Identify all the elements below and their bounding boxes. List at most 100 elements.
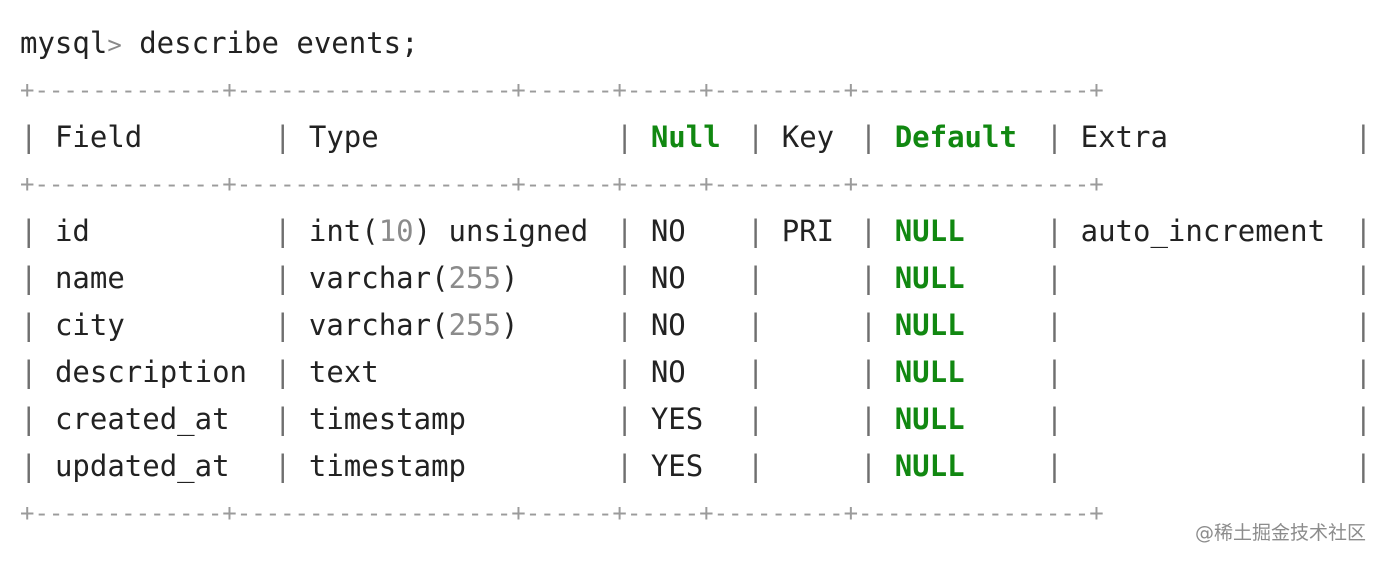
cell-default: NULL — [894, 308, 965, 342]
type-suffix: ) unsigned — [413, 214, 589, 248]
table-row: | description| text| NO| | NULL| | — [20, 349, 1372, 396]
cell-field: created_at — [54, 402, 230, 436]
table-row: | city| varchar(255)| NO| | NULL| | — [20, 302, 1372, 349]
column-header-type: Type — [308, 120, 379, 154]
cell-default: NULL — [894, 402, 965, 436]
cell-type: text — [309, 349, 616, 396]
pipe-separator: | — [746, 355, 765, 389]
pipe-separator: | — [273, 120, 292, 154]
pipe-separator: | — [859, 449, 878, 483]
type-suffix: ) — [500, 308, 519, 342]
pipe-separator: | — [1045, 449, 1064, 483]
pipe-separator: | — [1045, 355, 1064, 389]
cell-null: YES — [650, 402, 704, 436]
pipe-separator: | — [615, 355, 634, 389]
pipe-separator: | — [615, 449, 634, 483]
pipe-separator: | — [746, 449, 765, 483]
pipe-separator: | — [746, 261, 765, 295]
cell-type: timestamp — [309, 443, 616, 490]
pipe-separator: | — [859, 214, 878, 248]
pipe-separator: | — [20, 355, 38, 389]
pipe-separator: | — [746, 402, 765, 436]
cell-null: YES — [650, 449, 704, 483]
pipe-separator: | — [20, 261, 38, 295]
pipe-separator: | — [1354, 120, 1373, 154]
cell-null: NO — [650, 308, 686, 342]
pipe-separator: | — [859, 308, 878, 342]
cell-type: varchar(255) — [309, 255, 616, 302]
pipe-separator: | — [1354, 261, 1373, 295]
pipe-separator: | — [1354, 402, 1373, 436]
type-text: timestamp — [308, 449, 467, 483]
command-text: describe events; — [121, 26, 419, 60]
cell-null: NO — [650, 261, 686, 295]
pipe-separator: | — [273, 214, 292, 248]
type-text: text — [308, 355, 379, 389]
pipe-separator: | — [615, 120, 634, 154]
table-body: | id| int(10) unsigned| NO| PRI| NULL| a… — [20, 208, 1372, 490]
cell-field: name — [54, 261, 125, 295]
column-header-null: Null — [650, 120, 721, 154]
pipe-separator: | — [1045, 214, 1064, 248]
cell-type: int(10) unsigned — [309, 208, 616, 255]
table-row: | updated_at | timestamp | YES | | NULL | | — [20, 443, 1372, 490]
pipe-separator: | — [615, 214, 634, 248]
cell-default: NULL — [894, 214, 965, 248]
prompt-symbol: > — [107, 31, 122, 59]
pipe-separator: | — [859, 261, 878, 295]
pipe-separator: | — [615, 308, 634, 342]
pipe-separator: | — [273, 355, 292, 389]
pipe-separator: | — [859, 120, 878, 154]
column-header-default: Default — [894, 120, 1017, 154]
pipe-separator: | — [273, 308, 292, 342]
type-text: varchar( — [308, 261, 449, 295]
cell-field: updated_at — [54, 449, 230, 483]
type-length: 10 — [378, 214, 414, 248]
pipe-separator: | — [20, 449, 38, 483]
pipe-separator: | — [20, 402, 38, 436]
pipe-separator: | — [20, 120, 38, 154]
cell-field: id — [54, 214, 90, 248]
table-row: | name| varchar(255)| NO| | NULL| | — [20, 255, 1372, 302]
pipe-separator: | — [746, 308, 765, 342]
pipe-separator: | — [1045, 261, 1064, 295]
pipe-separator: | — [20, 214, 38, 248]
pipe-separator: | — [859, 355, 878, 389]
cell-default: NULL — [894, 261, 965, 295]
pipe-separator: | — [273, 261, 292, 295]
cell-extra: auto_increment — [1080, 214, 1326, 248]
type-text: varchar( — [308, 308, 449, 342]
watermark-text: @稀土掘金技术社区 — [1194, 522, 1366, 544]
pipe-separator: | — [746, 120, 765, 154]
column-header-extra: Extra — [1080, 120, 1168, 154]
type-length: 255 — [448, 308, 501, 342]
type-length: 255 — [448, 261, 501, 295]
column-header-field: Field — [54, 120, 143, 154]
table-row: | id| int(10) unsigned| NO| PRI| NULL| a… — [20, 208, 1372, 255]
type-suffix: ) — [500, 261, 519, 295]
table-row: | created_at| timestamp| YES| | NULL| | — [20, 396, 1372, 443]
cell-key: PRI — [781, 214, 835, 248]
cell-default: NULL — [894, 355, 965, 389]
cell-default: NULL — [894, 449, 965, 483]
cell-type: varchar(255) — [309, 302, 616, 349]
type-text: int( — [308, 214, 379, 248]
pipe-separator: | — [273, 402, 292, 436]
pipe-separator: | — [615, 261, 634, 295]
pipe-separator: | — [20, 308, 38, 342]
pipe-separator: | — [1354, 308, 1373, 342]
table-border-mid: +-------------+-------------------+-----… — [20, 170, 1104, 198]
cell-null: NO — [650, 214, 686, 248]
terminal-output: mysql> describe events; +-------------+-… — [20, 20, 1372, 537]
prompt-text: mysql — [20, 26, 108, 60]
cell-field: description — [54, 355, 247, 389]
table-border-bottom: +-------------+-------------------+-----… — [20, 499, 1104, 527]
pipe-separator: | — [273, 449, 292, 483]
pipe-separator: | — [1045, 120, 1064, 154]
pipe-separator: | — [615, 402, 634, 436]
pipe-separator: | — [1354, 449, 1373, 483]
pipe-separator: | — [859, 402, 878, 436]
command-line: mysql> describe events; — [20, 20, 1364, 67]
pipe-separator: | — [1045, 402, 1064, 436]
pipe-separator: | — [1354, 214, 1373, 248]
